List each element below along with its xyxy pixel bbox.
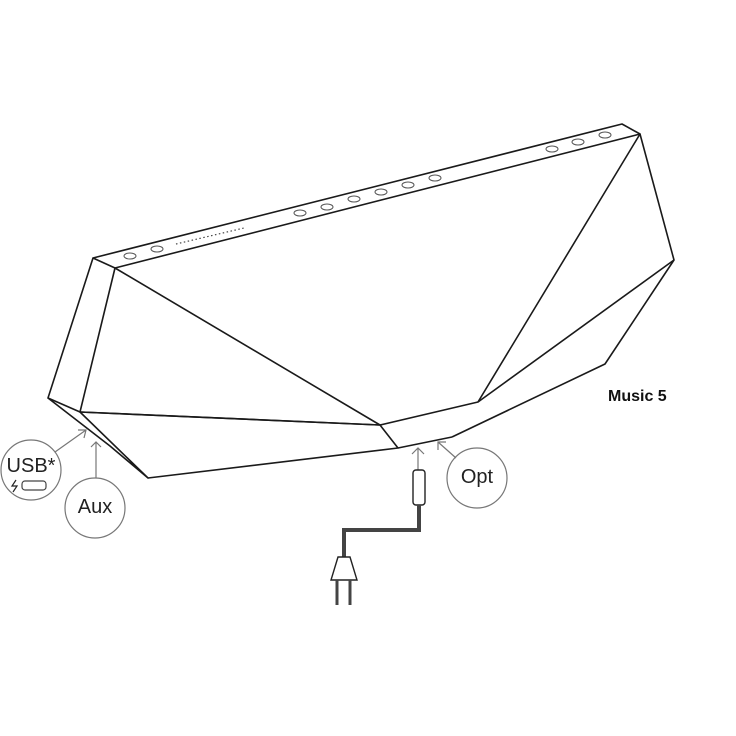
top-buttons (123, 131, 612, 260)
power-cable (330, 469, 426, 605)
opt-bubble (446, 447, 508, 509)
opt-label: Opt (460, 466, 494, 488)
aux-bubble (64, 477, 126, 539)
product-title: Music 5 (608, 388, 667, 405)
speaker-top-bar (92, 123, 641, 269)
usb-label: USB* (6, 455, 56, 477)
charge-battery-icon (10, 479, 47, 493)
aux-label: Aux (77, 496, 113, 518)
